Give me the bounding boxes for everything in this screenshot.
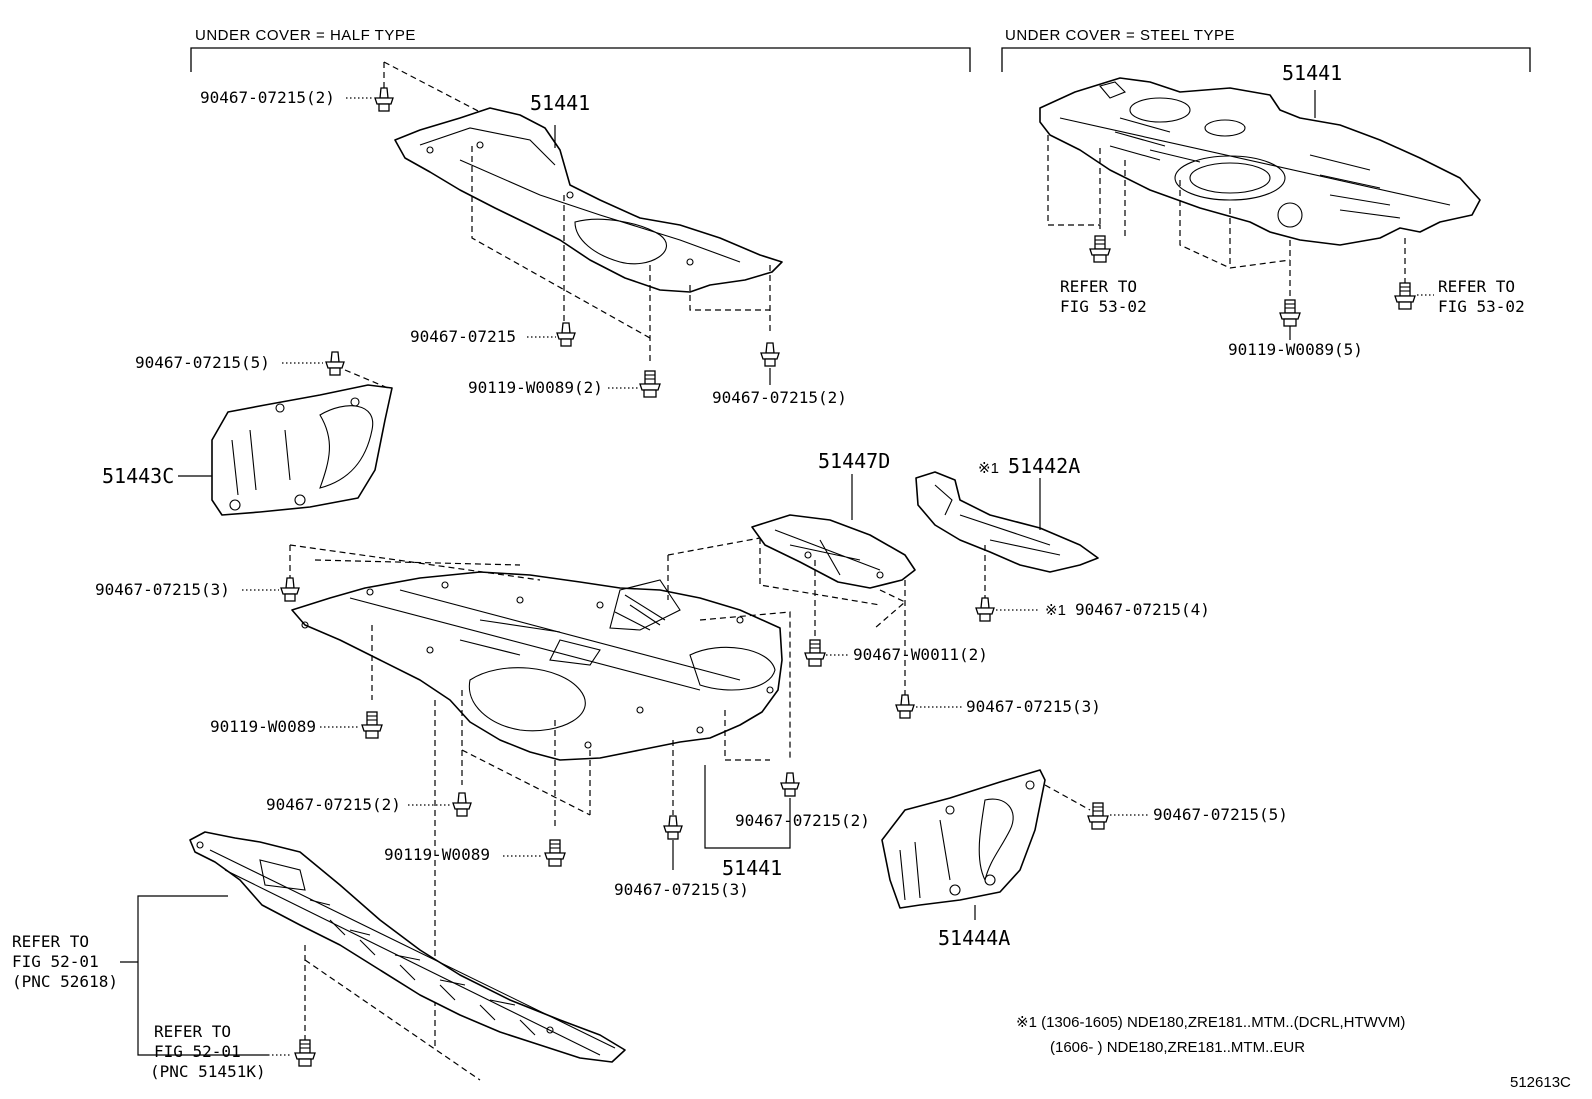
mark-1: ※1 [978, 460, 999, 477]
steel-type-bracket [1001, 47, 1531, 72]
bolt-icon [1279, 299, 1301, 327]
clip-icon [280, 577, 300, 602]
fastener-label-7: 90467-07215(3) [95, 580, 230, 599]
cover-51442a [915, 471, 1099, 573]
fastener-label-4: 90119-W0089(2) [468, 378, 603, 397]
fastener-label-9: 90467-07215(4) [1075, 600, 1210, 619]
part-label-51447d: 51447D [818, 449, 890, 473]
bolt-icon [1394, 282, 1416, 310]
ref-4-line-2: FIG 52-01 [154, 1042, 241, 1061]
ref-2-line-1: REFER TO [1438, 277, 1515, 296]
clip-icon [780, 772, 800, 797]
under-cover-main [291, 571, 783, 761]
fastener-label-3: 90467-07215(5) [135, 353, 270, 372]
clip-icon [760, 342, 780, 367]
note-1: ※1 (1306-1605) NDE180,ZRE181..MTM..(DCRL… [1016, 1014, 1405, 1031]
part-label-51442a: 51442A [1008, 454, 1080, 478]
part-label-51443c: 51443C [102, 464, 174, 488]
under-cover-steel [1039, 77, 1481, 246]
fastener-label-11: 90119-W0089 [210, 717, 316, 736]
ref-1-line-2: FIG 53-02 [1060, 297, 1147, 316]
front-bumper-support [189, 831, 626, 1063]
ref-1-line-1: REFER TO [1060, 277, 1137, 296]
clip-icon [325, 351, 345, 376]
fastener-label-10: 90467-07215(3) [966, 697, 1101, 716]
bolt-icon [1087, 802, 1109, 830]
cover-51447d [751, 514, 916, 589]
note-2: (1606- ) NDE180,ZRE181..MTM..EUR [1050, 1039, 1305, 1056]
clip-icon [975, 597, 995, 622]
bolt-icon [294, 1039, 316, 1067]
part-label-51441-mid: 51441 [722, 856, 782, 880]
clip-icon [663, 815, 683, 840]
half-type-header: UNDER COVER = HALF TYPE [195, 27, 416, 44]
fastener-label-6: 90119-W0089(5) [1228, 340, 1363, 359]
fastener-label-14: 90467-07215(2) [735, 811, 870, 830]
part-label-51441-top: 51441 [530, 91, 590, 115]
figure-code: 512613C [1510, 1074, 1571, 1091]
part-label-51441-steel: 51441 [1282, 61, 1342, 85]
side-cover-51443c [211, 384, 393, 516]
fastener-label-16: 90467-07215(5) [1153, 805, 1288, 824]
bolt-icon [544, 839, 566, 867]
steel-type-header: UNDER COVER = STEEL TYPE [1005, 27, 1235, 44]
ref-3-line-3: (PNC 52618) [12, 972, 118, 991]
fastener-label-1: 90467-07215(2) [200, 88, 335, 107]
under-cover-half-top [394, 107, 783, 293]
ref-4-line-3: (PNC 51451K) [150, 1062, 266, 1081]
ref-2-line-2: FIG 53-02 [1438, 297, 1525, 316]
fastener-label-13: 90119-W0089 [384, 845, 490, 864]
ref-3-line-1: REFER TO [12, 932, 89, 951]
clip-icon [556, 322, 576, 347]
bolt-icon [804, 639, 826, 667]
ref-4-line-1: REFER TO [154, 1022, 231, 1041]
part-label-51444a: 51444A [938, 926, 1010, 950]
side-cover-51444a [881, 769, 1046, 909]
half-type-bracket [190, 47, 971, 72]
mark-2: ※1 [1045, 602, 1066, 619]
fastener-label-5: 90467-07215(2) [712, 388, 847, 407]
clip-icon [895, 694, 915, 719]
bolt-icon [361, 711, 383, 739]
fastener-label-2: 90467-07215 [410, 327, 516, 346]
clip-icon [452, 792, 472, 817]
clip-icon [374, 87, 394, 112]
ref-3-line-2: FIG 52-01 [12, 952, 99, 971]
fastener-label-15: 90467-07215(3) [614, 880, 749, 899]
fastener-label-12: 90467-07215(2) [266, 795, 401, 814]
bolt-icon [1089, 235, 1111, 263]
fastener-label-8: 90467-W0011(2) [853, 645, 988, 664]
bolt-icon [639, 370, 661, 398]
